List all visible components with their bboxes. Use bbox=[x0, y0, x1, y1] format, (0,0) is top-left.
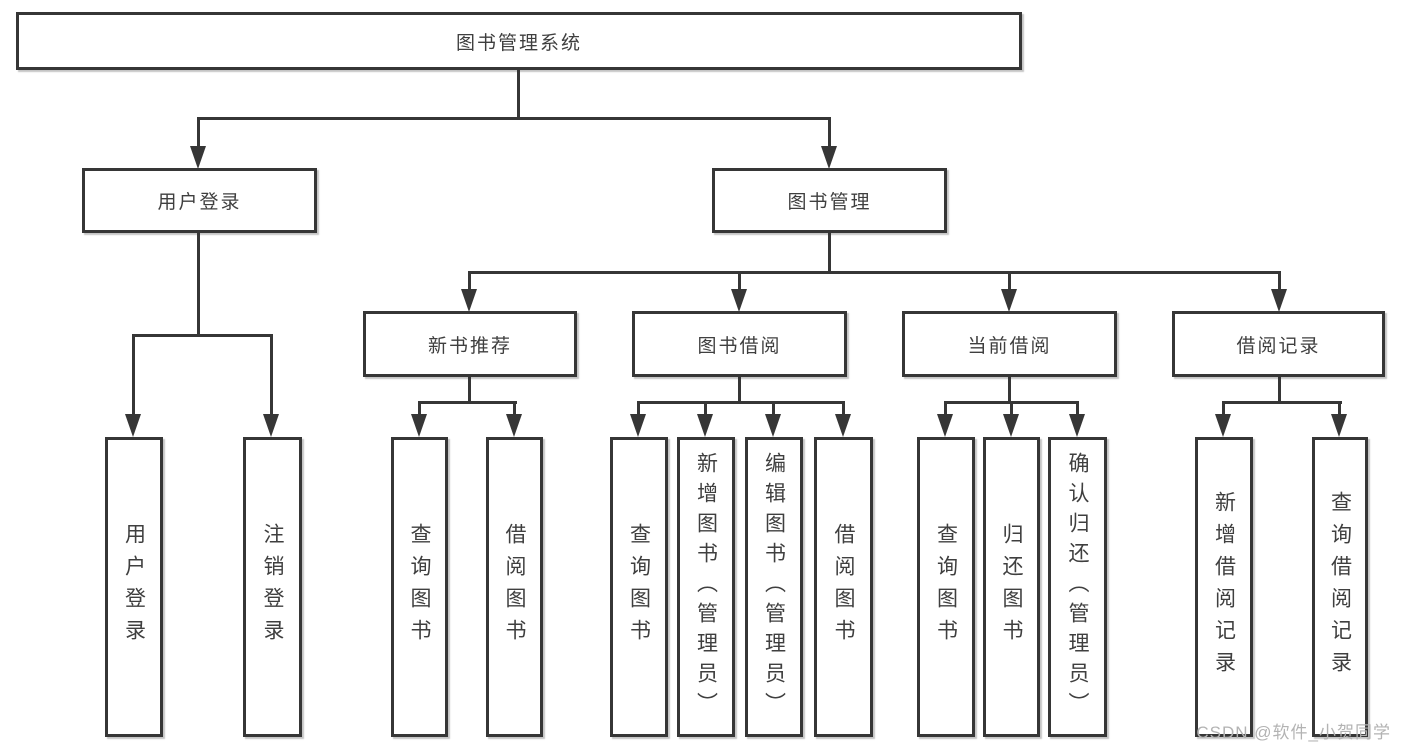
arrowhead-icon bbox=[411, 414, 427, 437]
leaf-add-book-admin: 新增图书（管理员） bbox=[677, 437, 735, 737]
connector bbox=[828, 233, 831, 273]
arrowhead-icon bbox=[937, 414, 953, 437]
leaf-borrow-book-2: 借阅图书 bbox=[814, 437, 873, 737]
arrowhead-icon bbox=[821, 146, 837, 169]
leaf-add-borrow-record: 新增借阅记录 bbox=[1195, 437, 1253, 737]
connector bbox=[1278, 271, 1281, 291]
arrowhead-icon bbox=[630, 414, 646, 437]
connector bbox=[828, 117, 831, 149]
leaf-return-book: 归还图书 bbox=[983, 437, 1040, 737]
arrowhead-icon bbox=[190, 146, 206, 169]
connector bbox=[418, 401, 421, 416]
arrowhead-icon bbox=[835, 414, 851, 437]
connector bbox=[197, 233, 200, 336]
connector bbox=[772, 401, 775, 416]
arrowhead-icon bbox=[1215, 414, 1231, 437]
arrowhead-icon bbox=[765, 414, 781, 437]
arrowhead-icon bbox=[125, 414, 141, 437]
connector bbox=[1222, 401, 1342, 404]
node-book-borrow: 图书借阅 bbox=[632, 311, 847, 377]
connector bbox=[1008, 377, 1011, 404]
leaf-edit-book-admin: 编辑图书（管理员） bbox=[745, 437, 803, 737]
arrowhead-icon bbox=[263, 414, 279, 437]
connector bbox=[1278, 377, 1281, 404]
leaf-query-book-2: 查询图书 bbox=[610, 437, 668, 737]
connector bbox=[517, 70, 520, 119]
connector bbox=[738, 377, 741, 404]
connector bbox=[513, 401, 516, 416]
leaf-borrow-book-1: 借阅图书 bbox=[486, 437, 543, 737]
leaf-logout: 注销登录 bbox=[243, 437, 302, 737]
connector bbox=[1222, 401, 1225, 416]
node-current-borrow: 当前借阅 bbox=[902, 311, 1117, 377]
connector bbox=[1076, 401, 1079, 416]
connector bbox=[468, 377, 471, 404]
connector bbox=[418, 401, 517, 404]
connector bbox=[842, 401, 845, 416]
watermark-text: CSDN @软件_小贺同学 bbox=[1196, 723, 1391, 742]
arrowhead-icon bbox=[731, 289, 747, 312]
leaf-user-login: 用户登录 bbox=[105, 437, 163, 737]
connector bbox=[468, 271, 1281, 274]
arrowhead-icon bbox=[1271, 289, 1287, 312]
connector bbox=[1010, 401, 1013, 416]
node-user-login: 用户登录 bbox=[82, 168, 317, 233]
leaf-query-book-1: 查询图书 bbox=[391, 437, 448, 737]
leaf-query-borrow-record: 查询借阅记录 bbox=[1312, 437, 1368, 737]
arrowhead-icon bbox=[1001, 289, 1017, 312]
node-borrow-records: 借阅记录 bbox=[1172, 311, 1385, 377]
arrowhead-icon bbox=[461, 289, 477, 312]
connector bbox=[1008, 271, 1011, 291]
connector bbox=[1338, 401, 1341, 416]
connector bbox=[637, 401, 845, 404]
leaf-query-book-3: 查询图书 bbox=[917, 437, 975, 737]
connector bbox=[637, 401, 640, 416]
connector bbox=[944, 401, 947, 416]
arrowhead-icon bbox=[1069, 414, 1085, 437]
connector bbox=[704, 401, 707, 416]
connector bbox=[132, 334, 135, 416]
connector bbox=[270, 334, 273, 416]
connector bbox=[197, 117, 200, 149]
connector bbox=[738, 271, 741, 291]
node-root-system: 图书管理系统 bbox=[16, 12, 1022, 70]
arrowhead-icon bbox=[697, 414, 713, 437]
connector bbox=[132, 334, 273, 337]
arrowhead-icon bbox=[1003, 414, 1019, 437]
arrowhead-icon bbox=[1331, 414, 1347, 437]
connector bbox=[197, 117, 831, 120]
leaf-confirm-return-admin: 确认归还（管理员） bbox=[1048, 437, 1107, 737]
node-new-book-recommend: 新书推荐 bbox=[363, 311, 577, 377]
node-book-management: 图书管理 bbox=[712, 168, 947, 233]
connector bbox=[468, 271, 471, 291]
arrowhead-icon bbox=[506, 414, 522, 437]
